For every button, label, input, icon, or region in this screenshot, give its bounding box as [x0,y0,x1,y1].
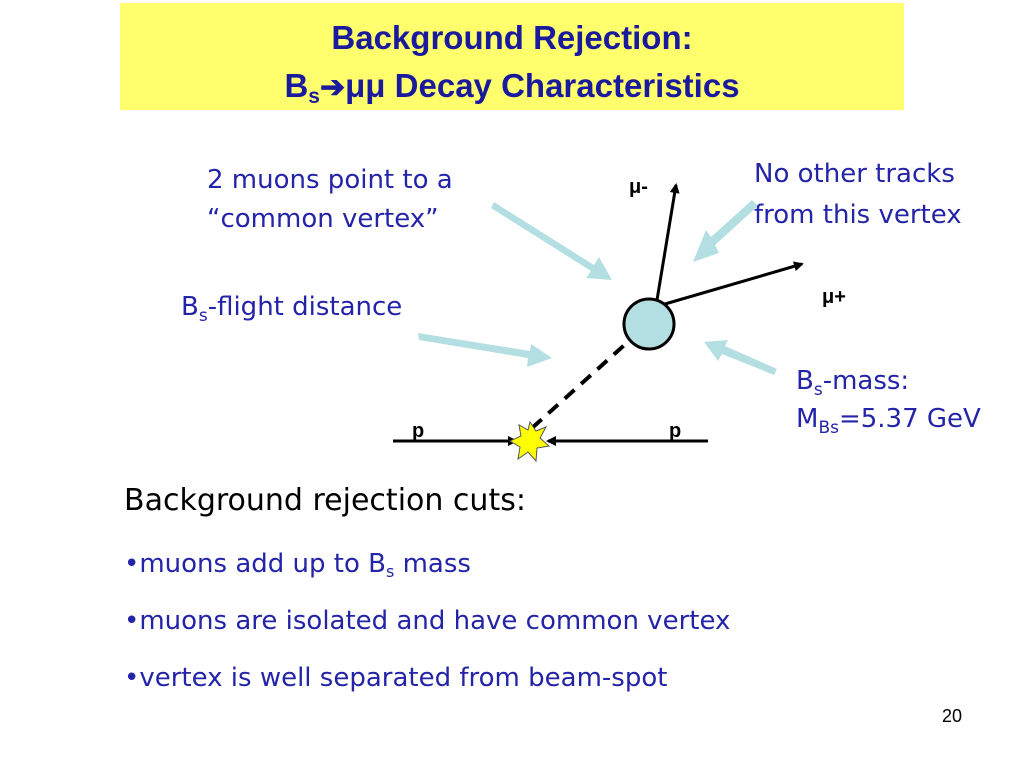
flight-sub: s [198,306,208,326]
cut-item-2: •muons are isolated and have common vert… [124,606,731,636]
flight-b: B [181,292,199,322]
cut1-sub: s [386,562,395,581]
mu-minus-track [655,183,680,301]
pointer-arrow-flight [418,333,552,367]
proton-left-label: p [412,420,425,442]
title-box: Background Rejection: Bs➔μμ Decay Charac… [120,3,904,110]
flight-path [530,338,632,430]
pointer-arrow-vertex [491,202,612,280]
mass-value-sub: Bs [818,418,839,438]
label-flight-distance: Bs-flight distance [181,292,402,326]
pointer-arrow-tracks [693,200,758,262]
mu-plus-label: μ+ [822,286,846,308]
title-suffix: Decay Characteristics [385,67,740,104]
mass-suffix: -mass: [822,366,910,396]
arrow-icon: ➔ [319,71,346,104]
proton-right-label: p [669,420,682,442]
flight-suffix: -flight distance [207,292,403,322]
cut-item-3: •vertex is well separated from beam-spot [124,663,668,693]
mass-b: B [796,366,814,396]
title-bs-sub: s [308,85,320,108]
cut1-prefix: •muons add up to B [124,549,386,579]
mu-plus-track [664,261,804,306]
label-bs-mass-value: MBs=5.37 GeV [796,404,981,438]
label-common-vertex-1: 2 muons point to a [207,165,453,195]
collision-star-icon [508,420,551,463]
label-bs-mass: Bs-mass: [796,366,909,400]
title-mumu: μμ [345,67,386,104]
page-number: 20 [941,706,962,726]
title-line-2: Bs➔μμ Decay Characteristics [120,67,904,109]
decay-vertex-circle [622,297,676,351]
label-common-vertex-2: “common vertex” [207,204,439,234]
pointer-arrow-mass [704,340,777,375]
cuts-heading: Background rejection cuts: [124,483,526,518]
label-no-tracks-2: from this vertex [754,200,962,230]
cut-item-1: •muons add up to Bs mass [124,549,471,581]
mass-sub: s [813,380,823,400]
cut1-suffix: mass [394,549,471,579]
mass-m: M [796,404,819,434]
mass-value-suffix: =5.37 GeV [838,404,981,434]
mu-minus-label: μ- [629,176,648,198]
label-no-tracks-1: No other tracks [754,159,955,189]
title-bs: B [284,67,309,104]
title-line-1: Background Rejection: [331,19,693,56]
